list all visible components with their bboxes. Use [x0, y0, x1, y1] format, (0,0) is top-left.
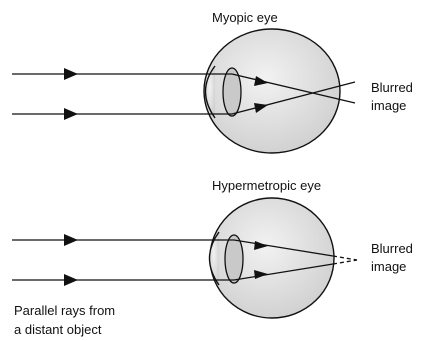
- caption-line2: a distant object: [14, 322, 102, 337]
- caption-line1: Parallel rays from: [14, 303, 115, 318]
- hypermetropic-ray-lower-arrowhead: [64, 274, 78, 286]
- hypermetropic-ray-upper-extension: [333, 256, 357, 260]
- hypermetropic-ray-upper-arrowhead: [64, 234, 78, 246]
- myopic-ray-lower-arrowhead: [64, 108, 78, 120]
- hypermetropic-eye-title: Hypermetropic eye: [212, 178, 321, 193]
- hypermetropic-eye-panel: Hypermetropic eye Blurred image: [12, 178, 413, 318]
- myopic-ray-upper-arrowhead: [64, 68, 78, 80]
- hypermetropic-lens: [225, 235, 243, 283]
- hypermetropic-ray-lower-extension: [333, 260, 357, 264]
- hypermetropic-blurred-label-line1: Blurred: [371, 241, 413, 256]
- hypermetropic-blurred-label-line2: image: [371, 259, 406, 274]
- myopic-eye-title: Myopic eye: [212, 10, 278, 25]
- myopic-blurred-label-line2: image: [371, 98, 406, 113]
- myopic-blurred-label-line1: Blurred: [371, 80, 413, 95]
- myopic-eye-panel: Myopic eye Blurred image: [12, 10, 413, 153]
